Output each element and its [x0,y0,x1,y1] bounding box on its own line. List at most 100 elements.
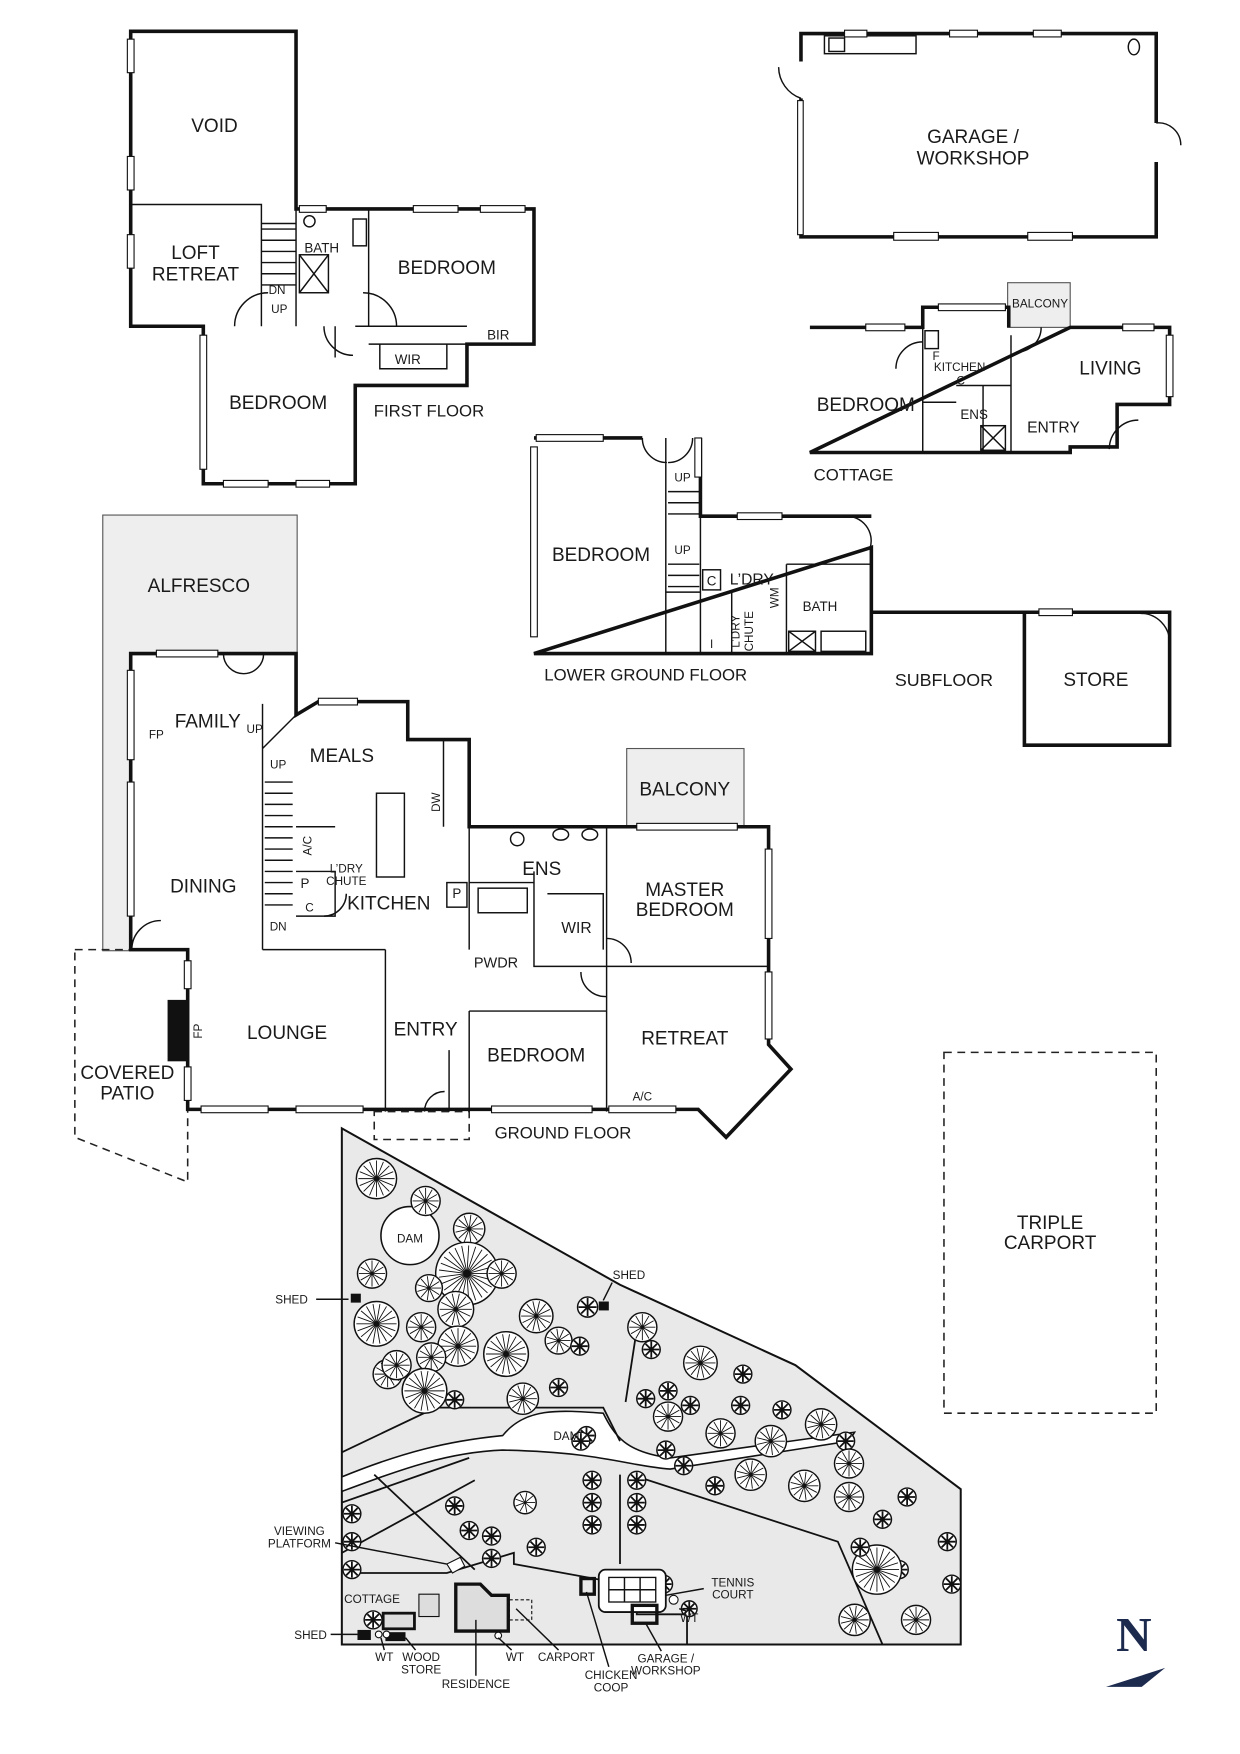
tree-icon [445,1496,465,1516]
tree-icon [705,1418,736,1449]
tree-icon [804,1408,838,1441]
plan-title-cottage: COTTAGE [814,465,894,484]
room-label-store: STORE [1063,670,1128,691]
room-label-wir: WIR [561,920,591,937]
room-label-retreat: RETREAT [641,1029,729,1050]
tree-icon [342,1559,362,1580]
laundry-chute-label-2: CHUTE [743,611,756,652]
fridge-label: F [933,350,940,363]
tree-icon [730,1395,751,1416]
room-label-family: FAMILY [175,711,241,732]
tree-icon [835,1431,856,1451]
stair-up-label: UP [247,723,263,736]
room-label-bath: BATH [304,241,339,256]
water-tank-label: WT [375,1651,393,1664]
cupboard-label: C [956,374,965,387]
water-tank-label: WT [506,1651,524,1664]
floor-title-lower-ground: LOWER GROUND FLOOR [544,665,747,684]
north-arrow: N [1105,1607,1166,1687]
tree-icon [437,1325,479,1368]
tennis-court-label-2: COURT [712,1589,753,1602]
ac-label: A/C [633,1090,653,1103]
tree-icon [576,1296,599,1318]
shed-label: SHED [275,1294,308,1307]
garage-workshop-plan: GARAGE / WORKSHOP [777,29,1182,241]
dam-label: DAM [397,1232,423,1245]
pantry-label: P [301,876,310,891]
tree-icon [582,1515,602,1535]
tree-icon [838,1603,871,1637]
room-label-entry: ENTRY [1027,419,1080,436]
room-label-bedroom: BEDROOM [552,545,650,566]
laundry-chute-label-2: CHUTE [326,875,367,888]
tree-icon [772,1400,792,1420]
tree-icon [355,1157,398,1200]
tree-icon [833,1481,865,1513]
tree-icon [356,1258,388,1289]
tree-icon [570,1336,590,1356]
room-label-laundry: L’DRY [730,571,775,588]
area-label-triple: TRIPLE [1017,1213,1083,1234]
north-label: N [1116,1607,1152,1662]
chute-marker: I [710,638,713,651]
room-label-kitchen: KITCHEN [347,893,430,914]
room-label-lounge: LOUNGE [247,1023,327,1044]
washing-machine-label: WM [769,587,782,608]
area-label-covered: COVERED [80,1063,174,1084]
tree-icon [548,1377,569,1398]
viewing-platform-label-2: PLATFORM [268,1537,331,1550]
tree-icon [674,1456,694,1476]
room-label-bedroom: BEDROOM [398,258,496,279]
wood-store-label-2: STORE [401,1664,441,1677]
area-label-subfloor: SUBFLOOR [895,670,993,690]
tree-icon [680,1600,698,1618]
tree-icon [900,1604,932,1636]
ac-label: A/C [302,835,315,855]
room-label-ens: ENS [522,859,561,880]
room-label-loft: LOFT [171,243,220,264]
tree-icon [582,1492,602,1513]
cupboard-label: C [707,573,717,588]
triple-carport-plan: TRIPLE CARPORT [943,1051,1157,1414]
tree-icon [627,1515,647,1535]
room-label-balcony: BALCONY [1012,297,1068,310]
tree-icon [680,1395,701,1416]
room-label-master: MASTER [645,880,724,901]
tree-icon [518,1298,554,1334]
tree-icon [872,1509,893,1530]
viewing-platform-label: VIEWING [274,1525,325,1538]
room-label-entry: ENTRY [394,1020,458,1041]
room-label-garage: GARAGE / [927,127,1020,148]
tree-icon [459,1520,479,1541]
tree-icon [506,1382,540,1416]
stair-dn-label: DN [270,921,287,934]
stair-up-label: UP [271,303,287,316]
tree-icon [342,1532,362,1552]
tree-icon [582,1470,602,1490]
fireplace-label: FP [149,728,164,741]
dam-label: DAM [553,1430,579,1443]
tree-icon [627,1311,658,1343]
room-label-master-bedroom: BEDROOM [636,900,734,921]
wood-store-label: WOOD [402,1651,440,1664]
stair-dn-label: DN [269,284,286,297]
shed-label: SHED [613,1269,646,1282]
laundry-chute-label: L’DRY [330,863,363,876]
cottage-label: COTTAGE [344,1593,400,1606]
site-plan: DAM SHED SHED DAM VIEWING PLATFORM TENNI… [268,1126,962,1694]
tree-icon [733,1364,753,1384]
residence-label: RESIDENCE [442,1678,511,1691]
room-label-retreat: RETREAT [152,264,240,285]
tree-icon [705,1476,725,1496]
area-label-patio: PATIO [100,1083,154,1104]
tree-icon [652,1401,684,1432]
room-label-kitchen: KITCHEN [934,361,985,374]
water-tank-label: WT [680,1612,698,1625]
room-label-workshop: WORKSHOP [917,148,1030,169]
tree-icon [481,1526,502,1546]
stair-up-label: UP [270,759,286,772]
dishwasher-label: DW [430,791,443,811]
tree-icon [381,1349,412,1381]
tree-icon [627,1470,647,1490]
room-label-bedroom: BEDROOM [229,393,327,414]
